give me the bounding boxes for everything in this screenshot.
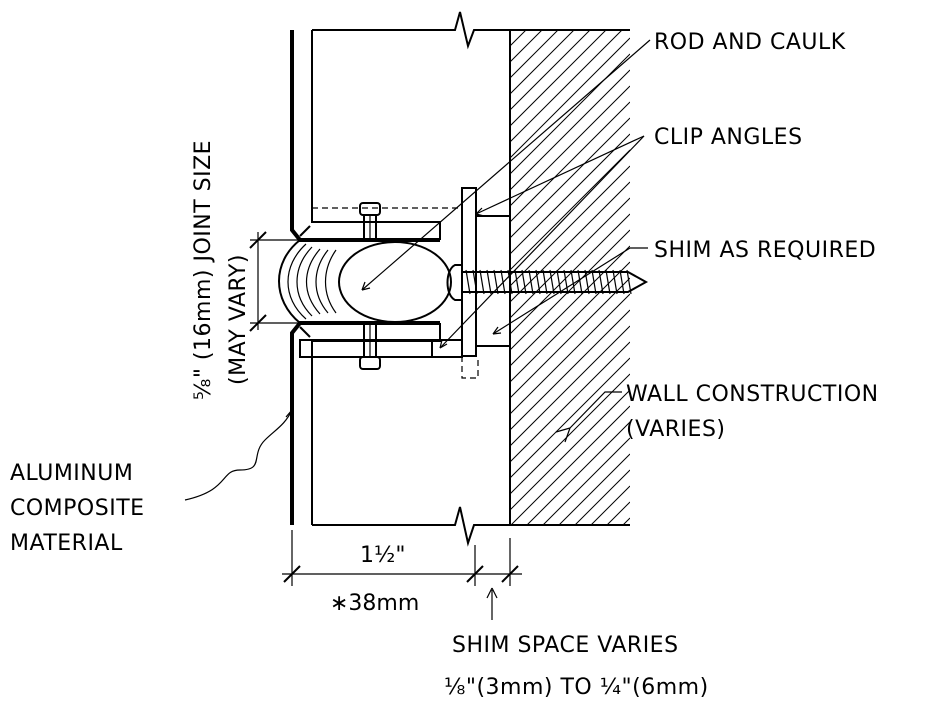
hatch-line: [526, 421, 630, 525]
screw-thread: [514, 269, 520, 295]
label-shim-space-range: ⅛"(3mm) TO ¼"(6mm): [444, 675, 709, 700]
hatch-line: [510, 373, 630, 495]
hatch-line: [510, 101, 630, 223]
label-acm-1: ALUMINUM: [10, 461, 133, 486]
screw-thread: [612, 269, 618, 295]
label-joint-size: ⅝" (16mm) JOINT SIZE: [191, 140, 216, 400]
hatch-line: [510, 37, 630, 159]
label-joint-may-vary: (MAY VARY): [226, 254, 251, 385]
hatch-line: [510, 30, 559, 79]
hatch-line: [558, 453, 630, 525]
hatch-line: [510, 165, 630, 287]
screw-thread: [549, 269, 555, 295]
hatch-line: [510, 389, 630, 511]
hatch-line: [510, 405, 630, 525]
label-acm-2: COMPOSITE: [10, 496, 145, 521]
screw: [446, 264, 649, 301]
hatch-line: [510, 341, 630, 463]
label-acm-3: MATERIAL: [10, 531, 123, 556]
hatch-line: [510, 30, 575, 95]
hatch-line: [510, 30, 527, 47]
wall-hatch: [509, 30, 630, 686]
screw-thread: [528, 269, 534, 295]
hatch-line: [510, 149, 630, 271]
screw-thread: [563, 269, 569, 295]
label-depth-mm: ∗38mm: [330, 591, 419, 616]
joint-dimension: [249, 231, 300, 332]
hatch-line: [510, 213, 630, 335]
screw-thread: [479, 269, 485, 295]
depth-dimension: [282, 530, 522, 620]
lower-acm-panel: [290, 321, 441, 525]
screw-thread: [493, 269, 499, 295]
label-depth-in: 1½": [360, 543, 405, 568]
hatch-line: [510, 229, 630, 351]
screw-thread: [598, 269, 604, 295]
label-rod-and-caulk: ROD AND CAULK: [654, 30, 846, 55]
hatch-line: [542, 437, 630, 525]
break-lines: [312, 11, 630, 547]
hatch-line: [510, 30, 543, 63]
screw-thread: [472, 269, 478, 295]
hatch-line: [510, 277, 630, 399]
hatch-line: [606, 501, 630, 525]
hatch-line: [510, 261, 630, 383]
backer-rod: [338, 241, 452, 323]
screw-thread: [465, 269, 471, 295]
hatch-line: [510, 117, 630, 239]
hatch-line: [510, 30, 607, 127]
caulk-bead: [278, 239, 337, 324]
hatch-line: [510, 309, 630, 431]
hatch-line: [510, 85, 630, 207]
leaders: [184, 39, 651, 501]
hatch-line: [510, 357, 630, 479]
hatch-line: [510, 181, 630, 303]
screw-thread: [591, 269, 597, 295]
hatch-line: [510, 566, 630, 686]
hatch-line: [622, 517, 630, 525]
hidden-lines: [312, 207, 479, 379]
hatch-line: [510, 69, 630, 191]
label-clip-angles: CLIP ANGLES: [654, 125, 803, 150]
screw-thread: [486, 269, 492, 295]
hatch-line: [510, 293, 630, 415]
bolts: [359, 202, 381, 370]
hatch-line: [590, 485, 630, 525]
hatch-line: [574, 469, 630, 525]
screw-thread: [605, 269, 611, 295]
hatch-line: [510, 30, 591, 111]
screw-thread: [507, 269, 513, 295]
screw-thread: [570, 269, 576, 295]
hatch-line: [510, 325, 630, 447]
label-wall-varies: (VARIES): [626, 417, 726, 442]
screw-thread: [584, 269, 590, 295]
hatch-line: [510, 245, 630, 367]
hatch-line: [510, 30, 511, 31]
screw-thread: [577, 269, 583, 295]
hatch-line: [510, 53, 630, 175]
label-shim-space: SHIM SPACE VARIES: [452, 633, 679, 658]
label-wall-construction: WALL CONSTRUCTION: [626, 382, 879, 407]
screw-thread: [556, 269, 562, 295]
screw-thread: [619, 269, 625, 295]
label-shim-as-required: SHIM AS REQUIRED: [654, 238, 876, 263]
screw-thread: [535, 269, 541, 295]
hatch-line: [510, 30, 623, 143]
hatch-line: [510, 197, 630, 319]
screw-thread: [542, 269, 548, 295]
hatch-line: [510, 133, 630, 255]
screw-thread: [521, 269, 527, 295]
